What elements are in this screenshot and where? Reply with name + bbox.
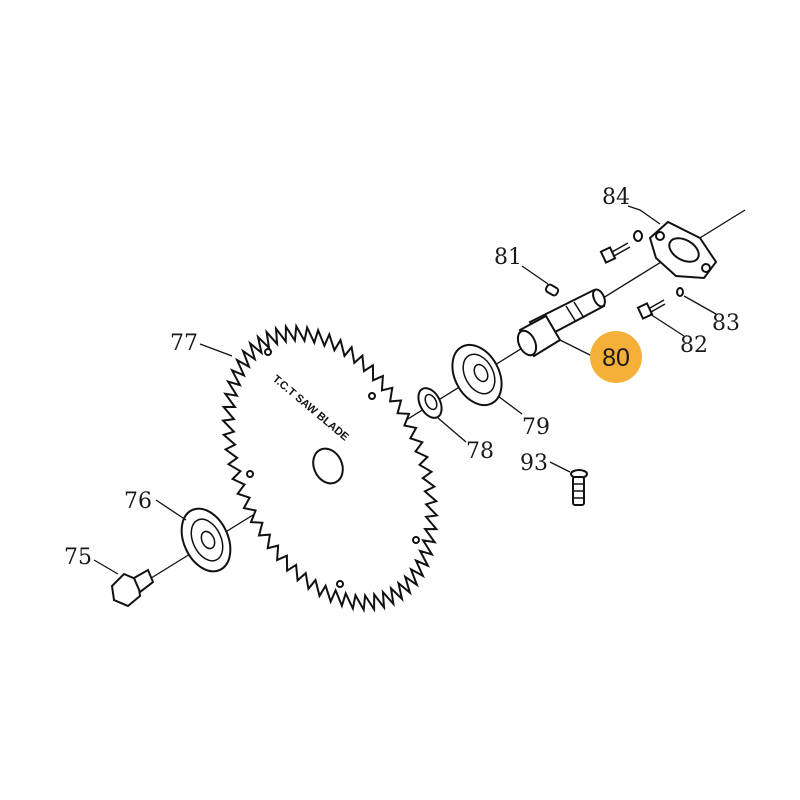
leader-83 [683, 295, 717, 315]
label-79: 79 [522, 415, 550, 440]
highlight-label: 80 [602, 344, 630, 372]
leader-82 [649, 313, 685, 337]
label-76: 76 [124, 489, 152, 514]
assembly-axis [139, 209, 746, 586]
leader-84 [627, 205, 661, 225]
part-84-mounting-plate[interactable] [648, 220, 718, 280]
leader-77 [199, 343, 233, 357]
highlight-callout-80[interactable]: 80 [590, 331, 642, 383]
label-93: 93 [520, 451, 548, 476]
highlight-circle [590, 331, 642, 383]
part-76-outer-flange[interactable] [172, 501, 240, 579]
leader-80 [559, 339, 597, 359]
leader-79 [497, 395, 523, 415]
label-84: 84 [602, 185, 630, 210]
part-82-screw[interactable] [636, 299, 666, 320]
label-77: 77 [170, 331, 198, 356]
part-75-arbor-bolt[interactable] [110, 568, 155, 608]
label-82: 82 [680, 333, 708, 358]
leader-81 [521, 265, 549, 285]
label-78: 78 [466, 439, 494, 464]
leader-78 [437, 417, 467, 443]
part-81-key[interactable] [544, 283, 560, 297]
part-79-flange[interactable] [443, 336, 512, 413]
label-81: 81 [494, 245, 522, 270]
part-78-washer[interactable] [414, 384, 447, 422]
label-75: 75 [64, 545, 92, 570]
leader-75 [93, 559, 119, 575]
part-77-saw-blade[interactable]: T.C.T SAW BLADE [221, 323, 439, 613]
leader-76 [155, 499, 187, 521]
part-84-screw[interactable] [599, 230, 643, 264]
leader-93 [549, 461, 571, 473]
part-93-screw[interactable] [570, 469, 588, 506]
label-83: 83 [712, 311, 740, 336]
part-83-washer[interactable] [676, 287, 684, 297]
